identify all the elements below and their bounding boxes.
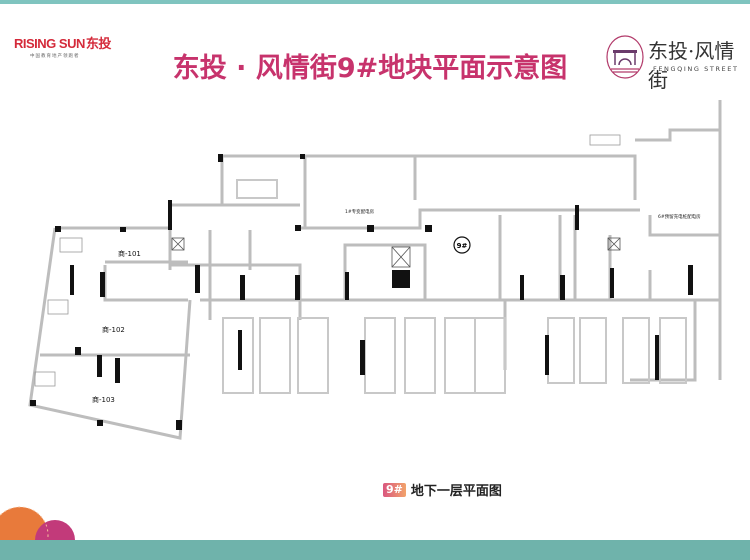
room-label-substation-1: 1#专变配电房 xyxy=(345,208,375,215)
footer-bar xyxy=(0,540,750,560)
brand-name-cn: 东投 xyxy=(85,36,112,51)
svg-text:9#: 9# xyxy=(457,242,468,250)
room-label-substation-6: 6#预留充电桩配电房 xyxy=(658,213,701,220)
walls xyxy=(28,100,722,440)
building-9-marker: 9# xyxy=(453,236,471,254)
brand-tagline: 中国教育地产领跑者 xyxy=(30,54,80,59)
room-label-shop-103: 商-103 xyxy=(92,395,115,404)
floor-legend: 9# 地下一层平面图 xyxy=(383,480,502,499)
rising-sun-logo: RISING SUN东投 中国教育地产领跑者 xyxy=(14,33,111,59)
stairs xyxy=(34,134,621,387)
legend-label: 地下一层平面图 xyxy=(410,484,502,499)
pillars xyxy=(30,154,693,430)
project-logo-en: FENGQING STREET xyxy=(653,65,739,73)
brand-name: RISING SUN xyxy=(14,36,85,51)
top-accent-bar xyxy=(0,0,750,4)
fengqing-street-logo: 东投·风情街 FENGQING STREET xyxy=(605,33,745,92)
parking-spaces xyxy=(222,179,687,394)
project-logo-cn: 东投·风情街 xyxy=(648,39,735,92)
page-title: 东投 · 风情街9#地块平面示意图 xyxy=(172,53,568,84)
gate-emblem-icon xyxy=(606,35,644,79)
legend-badge: 9# xyxy=(383,482,406,497)
elevators xyxy=(171,237,621,268)
room-label-shop-101: 商-101 xyxy=(118,249,141,258)
room-label-shop-102: 商-102 xyxy=(102,325,125,334)
